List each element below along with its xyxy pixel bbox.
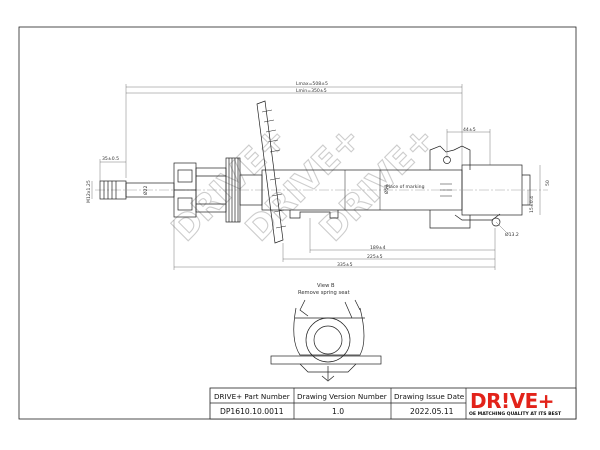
version-value: 1.0	[332, 407, 344, 416]
view-b-title: View B	[317, 283, 335, 289]
dim-189: 189±4	[370, 245, 386, 251]
dim-lmin: Lmin=350±5	[296, 88, 327, 94]
dimension-labels: Lmax=508±5 Lmin=350±5 335±5 225±5 189±4 …	[86, 81, 551, 268]
dim-44: 44±5	[463, 127, 476, 133]
dim-225: 225±5	[367, 254, 383, 260]
brand-logo: DR!VE+	[470, 389, 554, 413]
dimension-lines	[91, 84, 541, 270]
dim-15: 15±0.4	[529, 196, 535, 213]
view-b-inner-ring	[313, 325, 343, 355]
dim-13-2: Ø13.2	[505, 231, 519, 238]
dim-22: Ø22	[142, 185, 149, 195]
title-block: DRIVE+ Part Number DP1610.10.0011 Drawin…	[209, 387, 577, 420]
dim-50: Ø50	[383, 184, 390, 194]
issue-date-header: Drawing Issue Date	[394, 392, 465, 401]
shock-absorber-side-view	[95, 100, 548, 244]
hose-bracket	[429, 145, 471, 170]
view-b-detail	[270, 299, 382, 382]
part-number-header: DRIVE+ Part Number	[214, 392, 290, 401]
version-header: Drawing Version Number	[297, 392, 387, 401]
stabilizer-bracket	[289, 210, 339, 219]
watermark-layer: DRIVE+ DRIVE+ DRIVE+	[164, 118, 444, 250]
dim-lmax: Lmax=508±5	[296, 81, 328, 87]
view-b-outer-ring	[305, 317, 351, 363]
dim-35: 35±0.5	[102, 156, 119, 162]
brand-tagline: OE MATCHING QUALITY AT ITS BEST	[469, 411, 562, 417]
spring-plate	[256, 100, 284, 244]
dim-m12: M12x1.25	[86, 180, 92, 203]
issue-date-value: 2022.05.11	[410, 407, 454, 416]
view-b-labels: View B Remove spring seat	[298, 283, 350, 296]
part-number-value: DP1610.10.0011	[220, 407, 284, 416]
dim-335: 335±5	[337, 262, 353, 268]
knuckle-clamp	[461, 164, 523, 216]
dim-50b: 50	[545, 180, 551, 186]
view-b-subtitle: Remove spring seat	[298, 290, 350, 296]
note-marking: Place of marking	[386, 184, 425, 190]
